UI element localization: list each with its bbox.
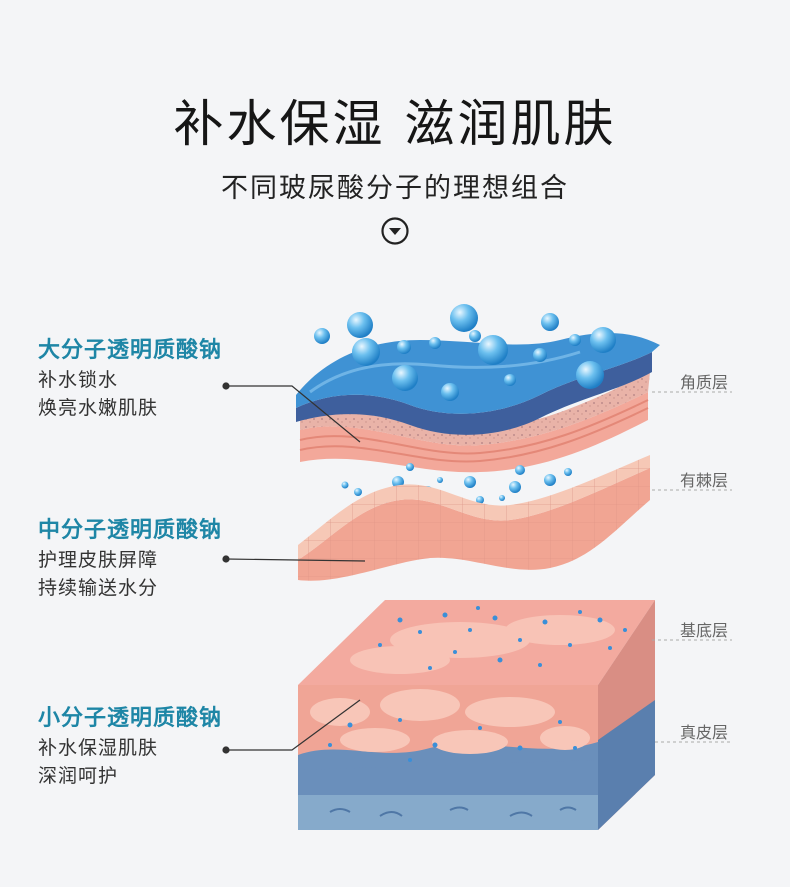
small-molecule-line-1: 补水保湿肌肤 <box>38 737 159 759</box>
medium-molecule-line-1: 护理皮肤屏障 <box>38 549 159 571</box>
small-molecule-line-2: 深润呵护 <box>38 765 119 787</box>
small-molecule-title: 小分子透明质酸钠 <box>38 706 223 731</box>
layer-name-dashes <box>652 391 732 743</box>
large-molecule-bubbles <box>314 304 616 401</box>
layer-name-stratum-corneum: 角质层 <box>680 373 729 392</box>
chevron-down-circle-icon <box>381 217 409 245</box>
large-molecule-label: 大分子透明质酸钠 补水锁水 焕亮水嫩肌肤 <box>38 336 222 422</box>
medium-molecule-line-2: 持续输送水分 <box>38 577 159 599</box>
bottom-block <box>298 600 655 830</box>
middle-layer <box>298 455 650 581</box>
top-layer-stack <box>296 333 660 473</box>
large-molecule-line-2: 焕亮水嫩肌肤 <box>38 397 159 419</box>
large-molecule-title: 大分子透明质酸钠 <box>38 338 223 363</box>
page-title: 补水保湿 滋润肌肤 <box>173 95 617 153</box>
small-molecule-label: 小分子透明质酸钠 补水保湿肌肤 深润呵护 <box>38 704 222 790</box>
layer-name-basal: 基底层 <box>680 621 729 640</box>
large-molecule-line-1: 补水锁水 <box>38 369 119 391</box>
medium-molecule-title: 中分子透明质酸钠 <box>38 518 223 543</box>
layer-name-spinous: 有棘层 <box>680 471 729 490</box>
label-pointer-lines <box>222 382 366 754</box>
layer-name-dermis: 真皮层 <box>680 723 729 742</box>
small-molecule-dots <box>328 606 627 762</box>
medium-molecule-label: 中分子透明质酸钠 护理皮肤屏障 持续输送水分 <box>38 516 222 602</box>
page-subtitle: 不同玻尿酸分子的理想组合 <box>221 173 569 204</box>
